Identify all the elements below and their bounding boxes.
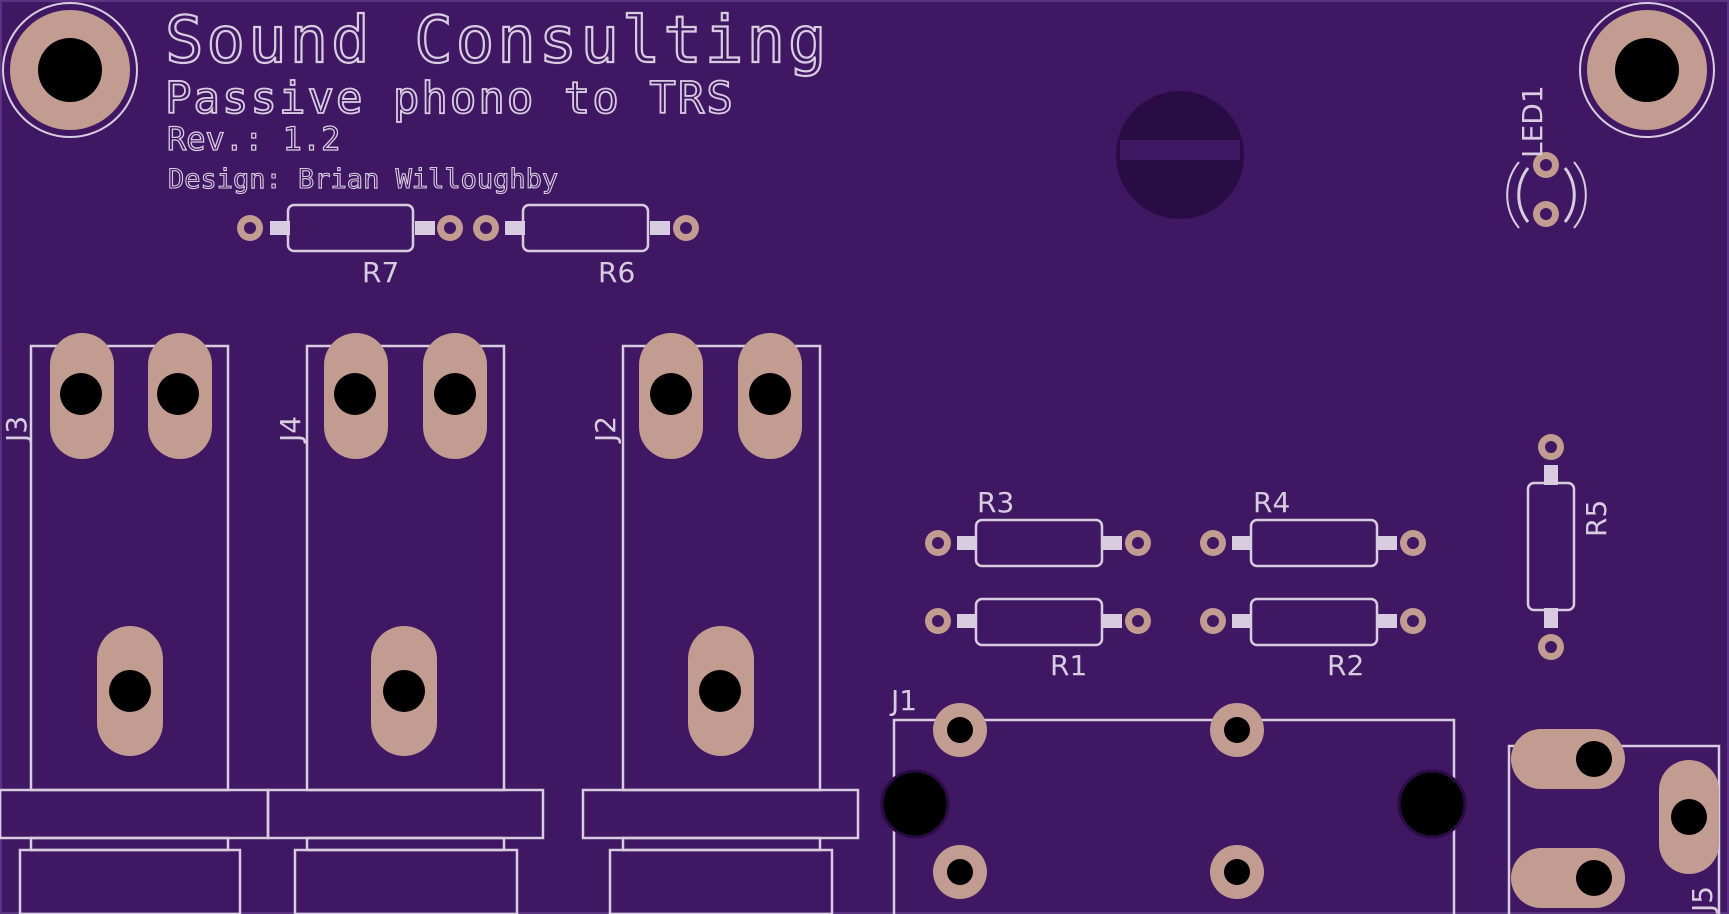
label-r1: R1 bbox=[1050, 649, 1087, 682]
mounting-hole-right bbox=[1579, 2, 1715, 138]
label-j5: J5 bbox=[1686, 886, 1719, 914]
label-j3: J3 bbox=[0, 416, 33, 444]
resistor-r5 bbox=[1526, 434, 1576, 660]
logo-mark bbox=[1116, 91, 1244, 219]
label-j2: J2 bbox=[589, 416, 622, 444]
resistor-r2 bbox=[1200, 597, 1426, 647]
label-r4: R4 bbox=[1253, 486, 1290, 519]
board-title: Sound Consulting bbox=[165, 4, 830, 78]
label-j4: J4 bbox=[274, 416, 307, 444]
jack-j4 bbox=[266, 333, 545, 914]
label-j1: J1 bbox=[889, 684, 917, 717]
led1-footprint bbox=[1506, 152, 1587, 229]
resistor-r4 bbox=[1200, 518, 1426, 568]
label-r2: R2 bbox=[1327, 649, 1364, 682]
label-r6: R6 bbox=[598, 256, 635, 289]
mounting-hole-left bbox=[2, 2, 138, 138]
resistor-r7 bbox=[237, 203, 463, 253]
label-r3: R3 bbox=[977, 486, 1014, 519]
resistor-r6 bbox=[473, 203, 699, 253]
board-designer: Design: Brian Willoughby bbox=[168, 164, 558, 195]
label-r5: R5 bbox=[1580, 500, 1613, 537]
resistor-r3 bbox=[925, 518, 1151, 568]
jack-j1 bbox=[880, 703, 1467, 914]
jack-j2 bbox=[581, 333, 860, 914]
label-r7: R7 bbox=[362, 256, 399, 289]
board-revision: Rev.: 1.2 bbox=[167, 120, 340, 158]
jack-j5 bbox=[1507, 729, 1721, 914]
jack-j3 bbox=[0, 333, 270, 914]
board-subtitle: Passive phono to TRS bbox=[165, 73, 735, 124]
label-led1: LED1 bbox=[1516, 85, 1549, 158]
resistor-r1 bbox=[925, 597, 1151, 647]
